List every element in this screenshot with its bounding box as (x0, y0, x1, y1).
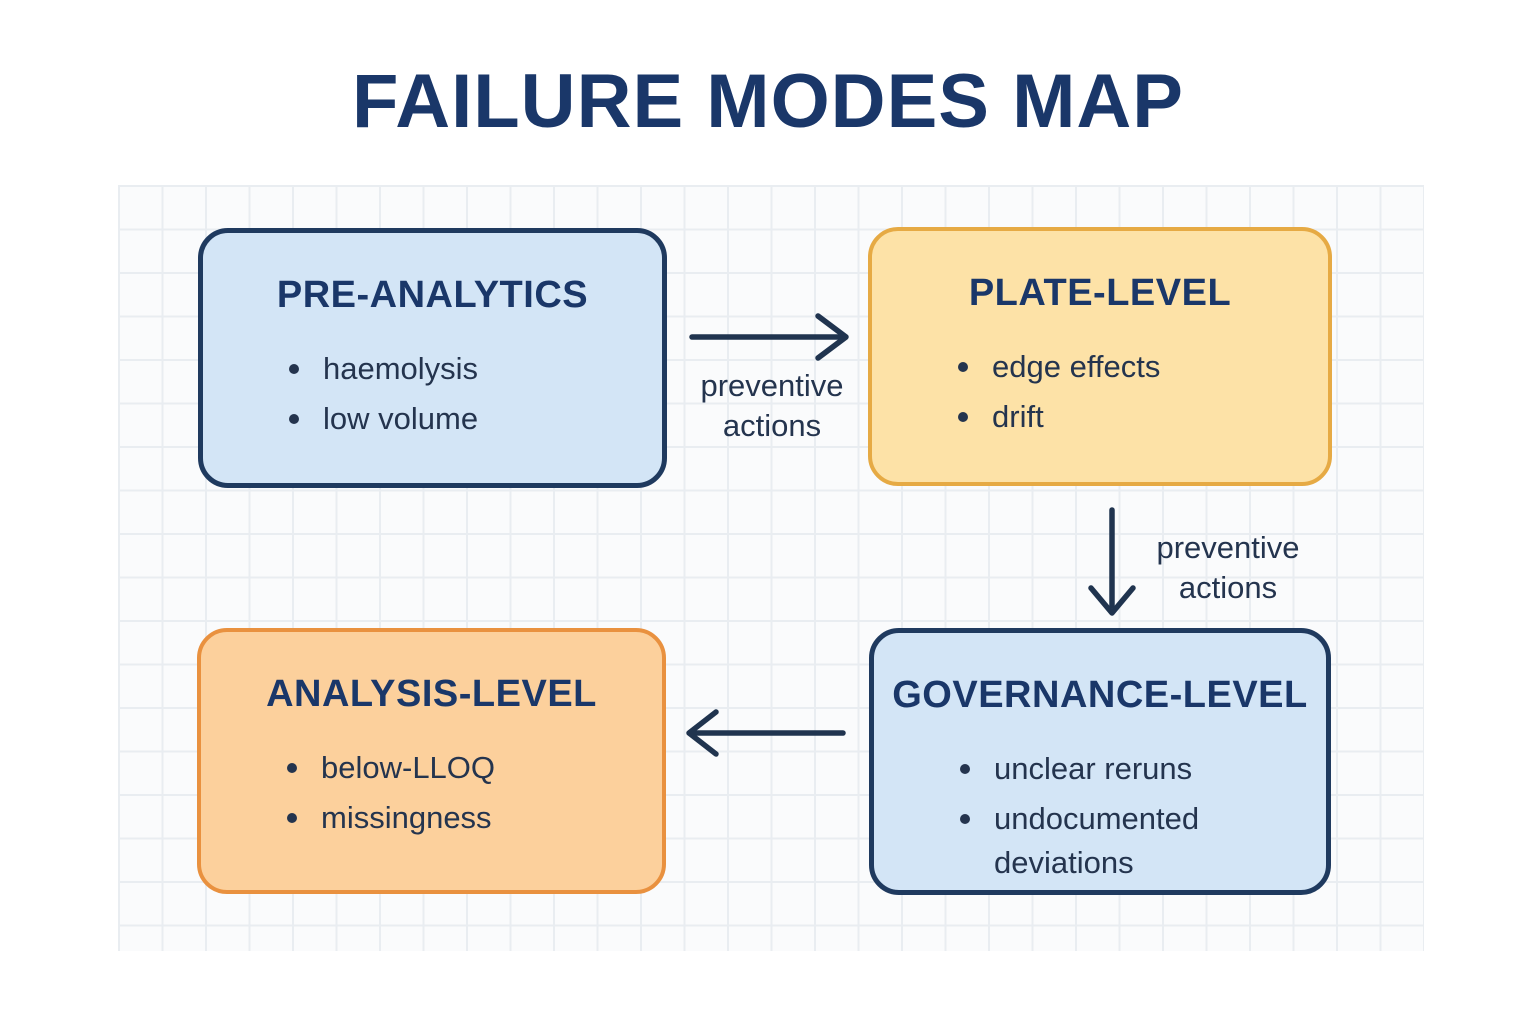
bullet-dot-icon (960, 764, 970, 774)
bullet-dot-icon (958, 412, 968, 422)
node-title: GOVERNANCE-LEVEL (892, 674, 1308, 716)
node-item-list: haemolysis low volume (203, 347, 662, 441)
bullet-dot-icon (960, 814, 970, 824)
item-text: below-LLOQ (321, 750, 496, 785)
item-text: unclear reruns (994, 751, 1193, 786)
node-title: ANALYSIS-LEVEL (266, 673, 597, 715)
list-item: undocumented deviations (960, 797, 1298, 885)
edge-label-preventive-actions: preventive actions (700, 368, 844, 443)
arrow-governance-to-analysis-icon (686, 709, 846, 757)
item-text: edge effects (992, 349, 1161, 384)
node-plate-level: PLATE-LEVEL edge effects drift (868, 227, 1332, 486)
list-item: low volume (289, 397, 634, 441)
node-analysis-level: ANALYSIS-LEVEL below-LLOQ missingness (197, 628, 666, 894)
edge-label-preventive-actions: preventive actions (1156, 530, 1300, 605)
node-title: PLATE-LEVEL (968, 272, 1232, 314)
bullet-dot-icon (287, 763, 297, 773)
node-item-list: edge effects drift (872, 345, 1328, 439)
bullet-dot-icon (958, 362, 968, 372)
item-text: drift (992, 399, 1044, 434)
list-item: drift (958, 395, 1300, 439)
arrow-plate-to-governance-icon (1088, 507, 1136, 616)
page-title: FAILURE MODES MAP (352, 59, 1184, 144)
node-item-list: unclear reruns undocumented deviations (874, 747, 1326, 885)
node-pre-analytics: PRE-ANALYTICS haemolysis low volume (198, 228, 667, 488)
node-governance-level: GOVERNANCE-LEVEL unclear reruns undocume… (869, 628, 1331, 895)
list-item: missingness (287, 796, 634, 840)
item-text: undocumented deviations (994, 801, 1200, 880)
arrow-pre-to-plate-icon (689, 313, 849, 361)
list-item: edge effects (958, 345, 1300, 389)
node-item-list: below-LLOQ missingness (201, 746, 662, 840)
list-item: unclear reruns (960, 747, 1298, 791)
item-text: haemolysis (323, 351, 479, 386)
list-item: haemolysis (289, 347, 634, 391)
node-title: PRE-ANALYTICS (276, 274, 589, 316)
bullet-dot-icon (287, 813, 297, 823)
item-text: missingness (321, 800, 492, 835)
bullet-dot-icon (289, 414, 299, 424)
list-item: below-LLOQ (287, 746, 634, 790)
item-text: low volume (323, 401, 479, 436)
bullet-dot-icon (289, 364, 299, 374)
